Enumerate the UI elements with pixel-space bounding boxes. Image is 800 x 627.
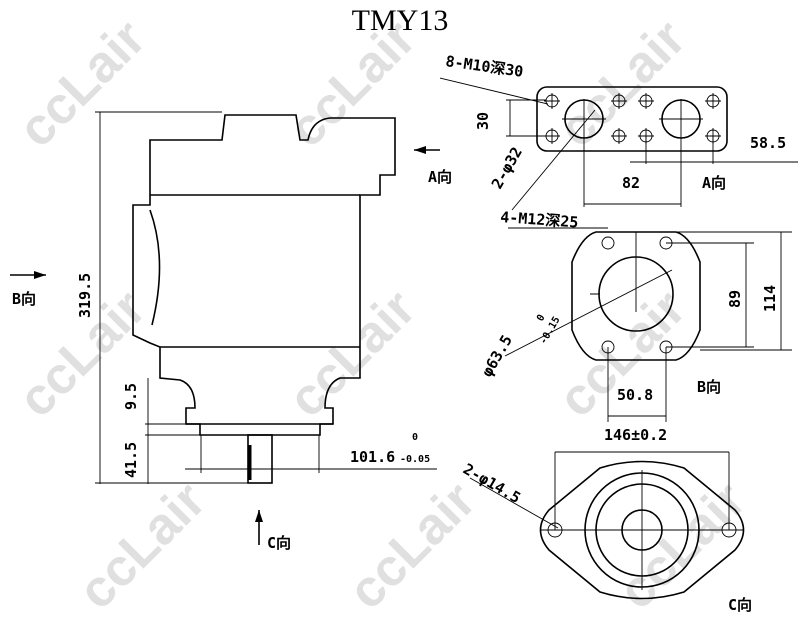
dim-shaft: 41.5: [122, 442, 140, 478]
side-view: 319.5 9.5 41.5 101.6 0 -0.05 A向 B向 C向: [10, 111, 452, 552]
bore-tol-upper: 0: [535, 313, 548, 324]
watermark: ccLair: [67, 471, 216, 620]
dim-spacing-a: 82: [622, 174, 640, 192]
callout-ports-a: 2-φ32: [488, 144, 526, 192]
dim-width-b: 50.8: [617, 386, 653, 404]
dim-height-a: 30: [474, 112, 492, 130]
label-view-c: C向: [267, 534, 291, 552]
callout-threads-a: 8-M10深30: [444, 52, 524, 81]
dim-flange: 9.5: [122, 383, 140, 410]
callout-threads-b: 4-M12深25: [500, 208, 579, 231]
watermark: ccLair: [277, 279, 426, 428]
callout-bore-b: φ63.5: [478, 332, 516, 380]
arrow-a-icon: [414, 146, 440, 154]
watermark: ccLair: [7, 9, 156, 158]
label-b: B向: [697, 378, 721, 396]
dim-overall-height: 319.5: [76, 273, 94, 318]
label-a: A向: [702, 174, 726, 192]
arrow-b-icon: [10, 271, 46, 279]
watermark: ccLair: [547, 279, 696, 428]
dim-inner-b: 89: [726, 290, 744, 308]
label-view-a: A向: [428, 168, 452, 186]
dim-pilot-diameter: 101.6: [350, 448, 395, 466]
dim-outer-b: 114: [761, 285, 779, 312]
label-c: C向: [728, 596, 752, 614]
dim-offset-a: 58.5: [750, 134, 786, 152]
label-view-b: B向: [12, 290, 36, 308]
watermark: ccLair: [337, 471, 486, 620]
dim-hole-spacing-c: 146±0.2: [604, 426, 667, 444]
dim-pilot-tol-lower: -0.05: [400, 454, 430, 465]
arrow-c-icon: [255, 510, 263, 545]
dim-pilot-tol-upper: 0: [412, 432, 418, 443]
drawing-title: TMY13: [352, 4, 449, 37]
